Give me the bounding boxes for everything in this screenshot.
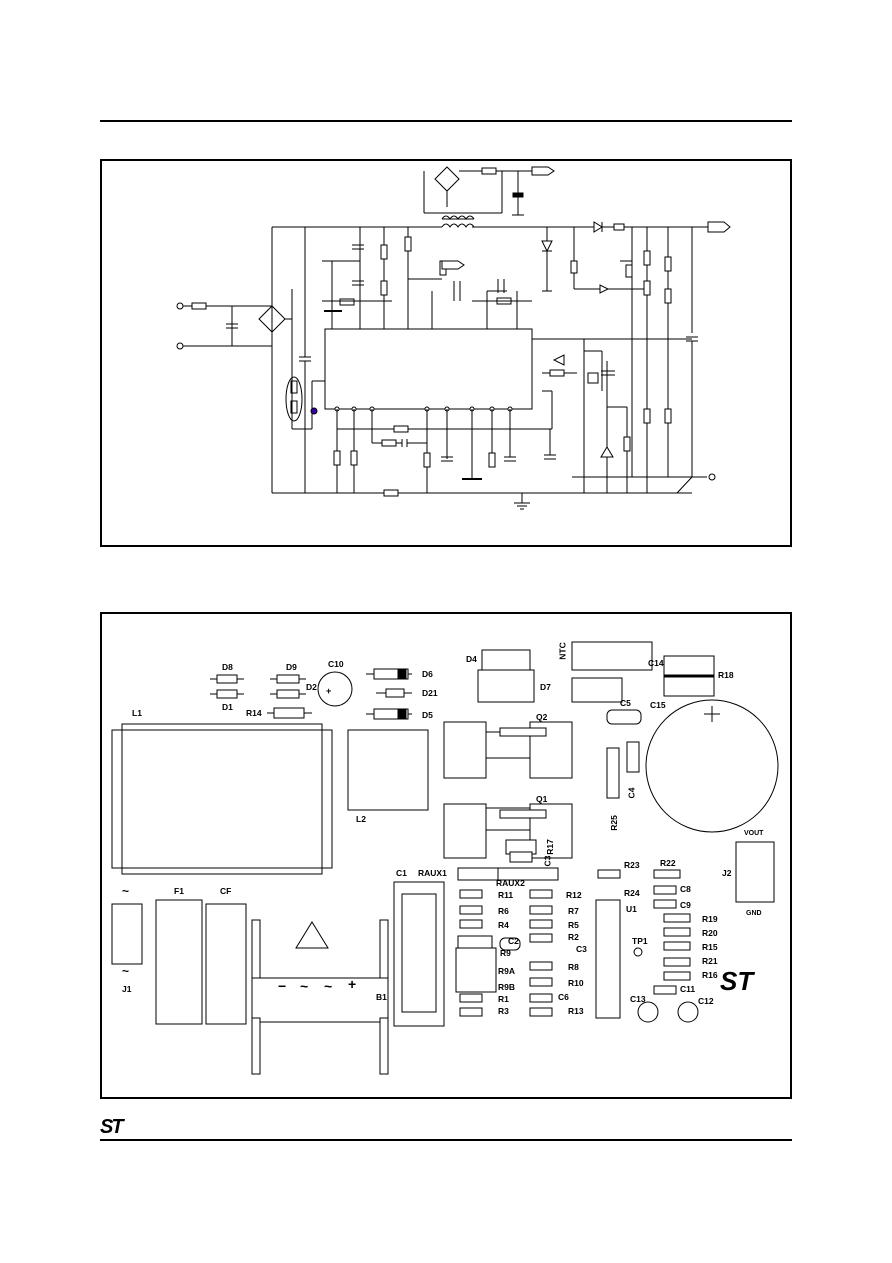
label-cf: CF [220, 886, 232, 896]
ac-input [176, 302, 262, 350]
label-r20: R20 [702, 928, 718, 938]
label-q2: Q2 [536, 712, 548, 722]
label-c5: C5 [620, 698, 631, 708]
input-bridge [258, 305, 292, 347]
svg-text:ST: ST [720, 966, 755, 996]
label-c10: C10 [328, 659, 344, 669]
u1-ic [595, 899, 621, 1019]
controller-ic [324, 328, 533, 410]
label-c13: C13 [630, 994, 646, 1004]
label-bridge-plus: + [348, 976, 357, 992]
resistor-bank [455, 867, 691, 1017]
board-layout-diagram: ST [111, 641, 779, 1075]
label-r2: R2 [568, 932, 579, 942]
label-b1: B1 [376, 992, 387, 1002]
label-r12: R12 [566, 890, 582, 900]
schematic-panel [100, 159, 792, 547]
label-r3: R3 [498, 1006, 509, 1016]
label-r14: R14 [246, 708, 262, 718]
label-r18: R18 [718, 670, 734, 680]
label-r9a: R9A [498, 966, 516, 976]
label-r11: R11 [498, 890, 514, 900]
label-c12: C12 [698, 996, 714, 1006]
label-c11: C11 [680, 984, 696, 994]
board-layout-panel: ST [100, 612, 792, 1099]
label-r15: R15 [702, 942, 718, 952]
label-raux2: RAUX2 [496, 878, 525, 888]
label-ac-top: ~ [122, 884, 130, 898]
label-r23: R23 [624, 860, 640, 870]
label-r13: R13 [568, 1006, 584, 1016]
label-r10: R10 [568, 978, 584, 988]
label-f1: F1 [174, 886, 184, 896]
label-d5: D5 [422, 710, 433, 720]
label-c1: C1 [396, 868, 407, 878]
bottom-rule [100, 1139, 792, 1141]
l1-inductor [111, 729, 333, 869]
label-c3b: C3 [576, 944, 587, 954]
label-r9b: R9B [498, 982, 516, 992]
label-r5: R5 [568, 920, 579, 930]
label-tp1: TP1 [632, 936, 648, 946]
label-d21: D21 [422, 688, 438, 698]
label-r17: R17 [544, 839, 555, 855]
label-raux1: RAUX1 [418, 868, 447, 878]
label-r7: R7 [568, 906, 579, 916]
label-c4: C4 [626, 787, 637, 799]
label-r6: R6 [498, 906, 509, 916]
label-c14: C14 [648, 658, 664, 668]
label-r22: R22 [660, 858, 676, 868]
output-stage [532, 221, 716, 494]
diode-area [210, 668, 412, 720]
label-bridge-ac1: ~ [300, 978, 309, 994]
schematic-diagram [176, 166, 731, 510]
label-l1: L1 [132, 708, 142, 718]
label-r16: R16 [702, 970, 718, 980]
label-d7: D7 [540, 682, 551, 692]
label-d4: D4 [466, 654, 477, 664]
label-c2: C2 [508, 936, 519, 946]
label-ac-bottom: ~ [122, 964, 130, 978]
label-r1: R1 [498, 994, 509, 1004]
label-vout: VOUT [744, 830, 764, 837]
label-cap-plus: + [326, 686, 332, 696]
label-r24: R24 [624, 888, 640, 898]
board-labels: D8 D9 C10 D6 D1 D2 D21 R14 D5 D4 NTC C14… [102, 614, 790, 1097]
label-r4: R4 [498, 920, 509, 930]
label-c6: C6 [558, 992, 569, 1002]
label-u1: U1 [626, 904, 637, 914]
st-logo: ST [100, 1116, 124, 1138]
ic-bottom-pins [333, 390, 556, 497]
label-d9: D9 [286, 662, 297, 672]
label-r21: R21 [702, 956, 718, 966]
label-c8: C8 [680, 884, 691, 894]
label-r19: R19 [702, 914, 718, 924]
label-q1: Q1 [536, 794, 548, 804]
label-d1: D1 [222, 702, 233, 712]
transformer [441, 215, 475, 228]
label-gnd: GND [746, 910, 762, 917]
label-d2: D2 [306, 682, 317, 692]
label-bridge-minus: − [278, 978, 287, 994]
label-r9: R9 [500, 948, 511, 958]
label-d6: D6 [422, 669, 433, 679]
label-r25: R25 [608, 815, 619, 831]
label-j2: J2 [722, 868, 732, 878]
label-j1: J1 [122, 984, 132, 994]
label-c15: C15 [650, 700, 666, 710]
ic-top-pins [322, 227, 532, 329]
label-l2: L2 [356, 814, 366, 824]
label-d8: D8 [222, 662, 233, 672]
label-c9: C9 [680, 900, 691, 910]
top-rule [100, 120, 792, 122]
label-bridge-ac2: ~ [324, 978, 333, 994]
label-c3: C3 [542, 855, 553, 867]
label-r8: R8 [568, 962, 579, 972]
label-ntc: NTC [557, 642, 568, 660]
